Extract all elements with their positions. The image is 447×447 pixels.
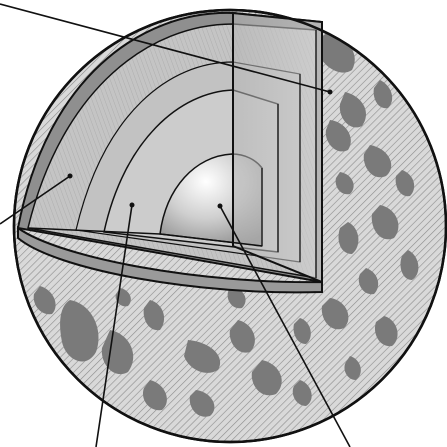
cut-wall-right [233,13,322,282]
